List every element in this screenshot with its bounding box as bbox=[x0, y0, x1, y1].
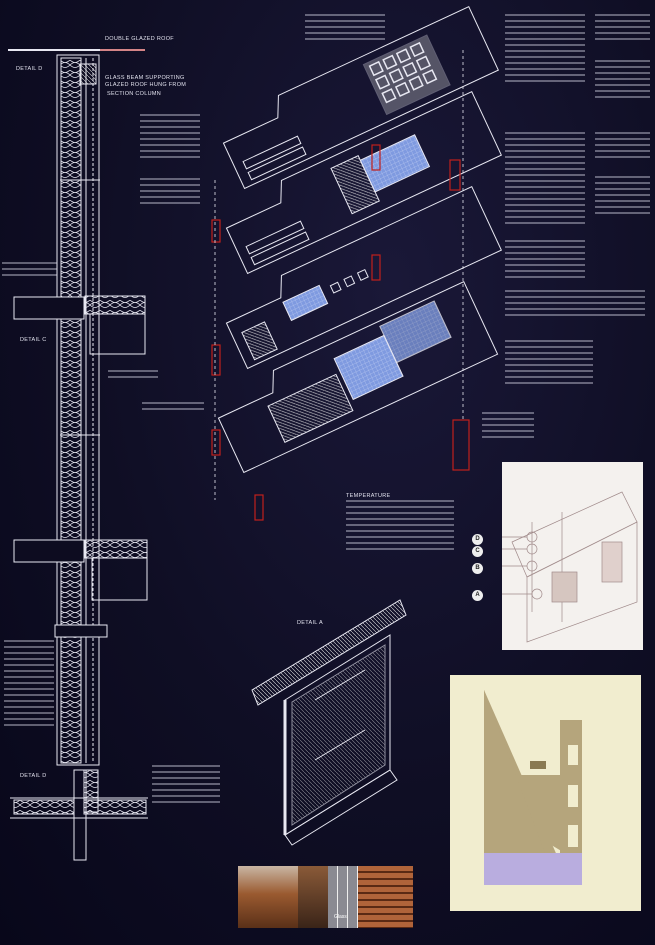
temperature-text-block bbox=[346, 500, 454, 554]
annotation-block bbox=[140, 178, 200, 208]
annotation-block bbox=[595, 176, 650, 216]
plan-level-roof bbox=[222, 6, 500, 190]
annotation-block bbox=[305, 14, 385, 44]
photo-brick-detail bbox=[358, 866, 413, 928]
annotation-block bbox=[2, 262, 57, 280]
detail-d-bottom-label: Detail D bbox=[20, 773, 47, 779]
photo-brick-facade bbox=[238, 866, 298, 928]
marker-b[interactable]: B bbox=[472, 563, 483, 574]
annotation-block bbox=[505, 132, 585, 224]
photo-caption-glass: Glass bbox=[334, 914, 347, 920]
exploded-plans-drawing bbox=[211, 6, 503, 521]
axonometric-sketch bbox=[502, 491, 638, 643]
annotation-block bbox=[595, 60, 650, 100]
detail-c-label: Detail C bbox=[20, 337, 47, 343]
marker-d[interactable]: D bbox=[472, 534, 483, 545]
plan-level-middle bbox=[225, 186, 503, 370]
annotation-block bbox=[595, 132, 650, 160]
detail-a-isometric bbox=[251, 599, 407, 846]
annotation-block bbox=[505, 240, 585, 280]
reference-photos: Glass bbox=[238, 866, 413, 928]
annotation-block bbox=[4, 640, 54, 730]
annotation-block bbox=[595, 14, 650, 44]
annotation-block bbox=[505, 290, 645, 318]
plan-level-upper bbox=[225, 91, 503, 275]
annotation-block bbox=[108, 370, 158, 382]
beam-label-1: Glass beam supporting bbox=[105, 75, 185, 81]
beam-label-2: glazed roof hung from bbox=[105, 82, 187, 88]
detail-a-label: Detail A bbox=[297, 620, 323, 626]
annotation-block bbox=[505, 340, 593, 386]
detail-d-top-label: Detail D bbox=[16, 66, 43, 72]
wall-section-drawing bbox=[8, 49, 148, 861]
photo-glass: Glass bbox=[328, 866, 358, 928]
annotation-block bbox=[152, 765, 220, 805]
annotation-block bbox=[140, 114, 200, 158]
temperature-heading: Temperature bbox=[346, 493, 391, 499]
marker-a: A bbox=[472, 590, 483, 601]
roof-label: Double glazed roof bbox=[105, 36, 174, 42]
annotation-block bbox=[505, 14, 585, 82]
marker-c[interactable]: C bbox=[472, 546, 483, 557]
annotation-block bbox=[142, 402, 204, 414]
colour-section-drawing bbox=[484, 690, 582, 885]
annotation-block bbox=[482, 412, 534, 442]
colour-section-card bbox=[450, 675, 641, 911]
column-label: Section column bbox=[107, 91, 162, 97]
axonometric-sketch-sheet bbox=[502, 462, 643, 650]
plan-level-lower bbox=[217, 281, 499, 474]
photo-dark bbox=[298, 866, 328, 928]
